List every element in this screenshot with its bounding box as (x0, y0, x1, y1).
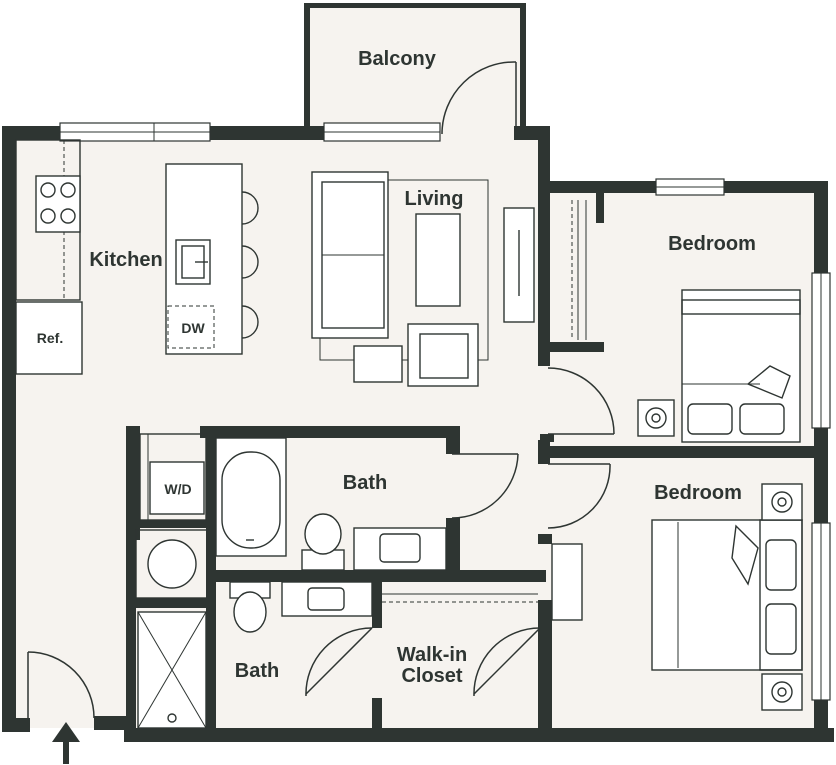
entry-arrow-icon (52, 722, 80, 764)
room-label-balcony: Balcony (358, 48, 437, 70)
room-label-living: Living (405, 188, 464, 210)
window-icon (59, 122, 211, 142)
lamp-icon (637, 399, 675, 437)
room-label-walk-in-closet-line1: Walk-in (397, 644, 467, 666)
washer-dryer-label: W/D (164, 481, 191, 497)
window-icon (323, 122, 441, 142)
door-swing-icon (547, 367, 615, 435)
shower-icon (137, 611, 207, 729)
window-icon (811, 522, 831, 701)
doors (27, 61, 615, 720)
door-swing-icon (547, 463, 611, 529)
sink-icon (175, 239, 211, 285)
window-icon (655, 178, 725, 196)
bedroom-closet (571, 200, 587, 340)
room-label-bath-1: Bath (343, 472, 387, 494)
kitchen-counter (15, 139, 81, 301)
stove-icon (35, 175, 81, 233)
toilet-icon (229, 581, 271, 633)
refrigerator-label: Ref. (37, 330, 63, 346)
windows (59, 122, 831, 701)
room-label-bath-2: Bath (235, 660, 279, 682)
door-swing-icon (473, 627, 541, 697)
dresser (551, 543, 583, 621)
room-label-kitchen: Kitchen (89, 249, 162, 271)
washer-dryer: W/D (139, 433, 207, 521)
living-furniture (311, 171, 535, 387)
lamp-icon (761, 483, 803, 521)
refrigerator: Ref. (15, 301, 83, 375)
armchair-icon (407, 323, 479, 387)
water-heater (135, 529, 209, 599)
room-label-bedroom-2: Bedroom (654, 482, 742, 504)
door-swing-icon (305, 627, 373, 697)
dishwasher-label: DW (181, 320, 205, 336)
sofa-icon (311, 171, 389, 339)
door-swing-icon (27, 651, 95, 720)
sink-icon (281, 581, 373, 617)
walls (2, 3, 834, 742)
bed-icon (681, 289, 801, 443)
bathtub-icon (215, 437, 287, 557)
room-label-bedroom-1: Bedroom (668, 233, 756, 255)
kitchen-island: DW (165, 163, 259, 355)
room-label-walk-in-closet-line2: Closet (401, 665, 462, 687)
closet-rod (382, 593, 538, 603)
bed-icon (651, 519, 803, 671)
toilet-icon (301, 513, 345, 571)
door-swing-icon (451, 453, 519, 519)
door-swing-icon (441, 61, 517, 135)
lamp-icon (761, 673, 803, 711)
sink-icon (353, 527, 447, 571)
window-icon (811, 272, 831, 429)
